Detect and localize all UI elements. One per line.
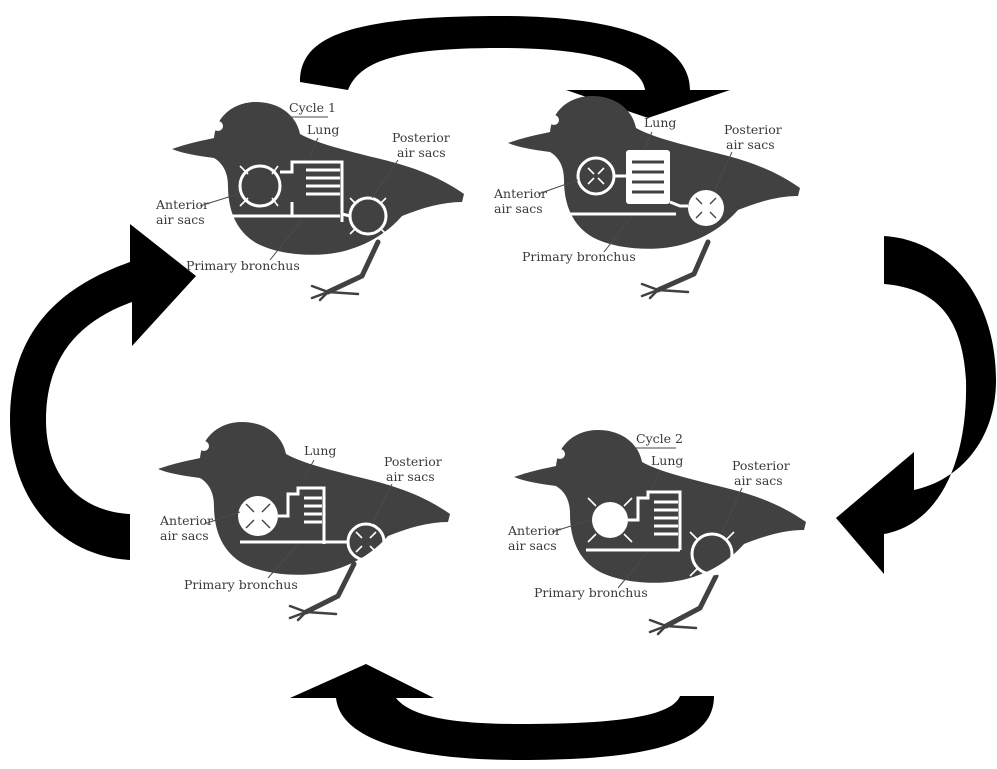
bird-eye [549,115,559,125]
lung-label: Lung [644,115,676,130]
anterior-label-line1: Anterior [155,197,209,212]
bird-eye [213,121,223,131]
anterior-label-line1: Anterior [507,523,561,538]
anterior-label-line2: air sacs [160,528,209,543]
bronchus-label: Primary bronchus [522,249,636,264]
cycle-arrow-bottom [290,664,714,760]
bird-foot [640,282,690,300]
bird-foot [648,618,698,636]
anterior-label-line2: air sacs [156,212,205,227]
posterior-air-sac [346,522,386,562]
posterior-label-line2: air sacs [734,473,783,488]
bronchus-label: Primary bronchus [534,585,648,600]
bird-eye [199,441,209,451]
lung [278,486,326,544]
bird-leg [655,239,711,293]
bird-foot [310,284,360,302]
bird-foot [288,604,338,622]
panel-top-left [172,102,464,302]
panel-bottom-right [514,430,806,636]
panel-bottom-left [158,422,450,622]
posterior-label-line1: Posterior [384,454,442,469]
cycle-label: Cycle 2 [636,431,683,446]
posterior-label-line1: Posterior [392,130,450,145]
bird-leg [325,239,381,295]
posterior-label-line2: air sacs [386,469,435,484]
lung-label: Lung [304,443,336,458]
bronchus-label: Primary bronchus [186,258,300,273]
panel-top-left-labels: Cycle 1 Lung Posterior air sacs Anterior… [155,100,450,273]
anterior-air-sac [238,496,278,536]
anterior-air-sac [238,164,282,208]
cycle-label: Cycle 1 [289,100,336,115]
panel-top-right [508,96,800,300]
anterior-label-line1: Anterior [493,186,547,201]
anterior-label-line1: Anterior [159,513,213,528]
lung-label: Lung [307,122,339,137]
cycle-arrow-right [836,236,996,574]
bronchus-label: Primary bronchus [184,577,298,592]
anterior-label-line2: air sacs [508,538,557,553]
lung [626,150,670,204]
posterior-air-sac [688,190,724,226]
lung [280,160,344,222]
posterior-label-line1: Posterior [732,458,790,473]
panel-bottom-left-labels: Lung Posterior air sacs Anterior air sac… [159,443,442,592]
anterior-label-line2: air sacs [494,201,543,216]
panel-top-right-labels: Lung Posterior air sacs Anterior air sac… [493,115,782,264]
posterior-label-line2: air sacs [726,137,775,152]
cycle-arrow-top [300,16,730,118]
lung-label: Lung [651,453,683,468]
anterior-air-sac [592,502,628,538]
posterior-label-line2: air sacs [397,145,446,160]
posterior-label-line1: Posterior [724,122,782,137]
posterior-air-sac [690,532,734,576]
cycle-arrow-left [10,224,196,560]
panel-bottom-right-labels: Cycle 2 Lung Posterior air sacs Anterior… [507,431,790,600]
lung [628,490,682,550]
bird-leg [303,561,357,615]
bird-eye [555,449,565,459]
bird-leg [663,573,719,629]
